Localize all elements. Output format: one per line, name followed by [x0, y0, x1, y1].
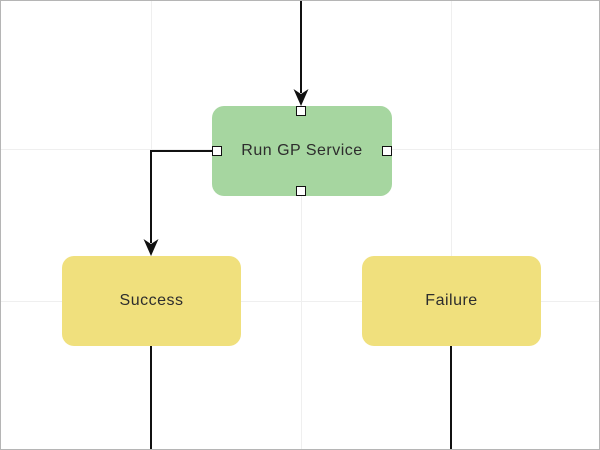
node-label: Failure — [425, 292, 478, 309]
connection-handle-top[interactable] — [296, 106, 306, 116]
connector-top-into-run-gp-service[interactable] — [293, 1, 309, 106]
arrowhead-icon — [293, 89, 309, 106]
connection-handle-right[interactable] — [382, 146, 392, 156]
node-failure[interactable]: Failure — [362, 256, 541, 346]
node-label: Success — [119, 292, 184, 309]
node-success[interactable]: Success — [62, 256, 241, 346]
connector-run-gp-service-to-success[interactable] — [143, 150, 213, 256]
connection-handle-bottom[interactable] — [296, 186, 306, 196]
arrowhead-icon — [143, 239, 159, 256]
node-label: Run GP Service — [241, 142, 363, 159]
node-run-gp-service[interactable]: Run GP Service — [212, 106, 392, 196]
connection-handle-left[interactable] — [212, 146, 222, 156]
